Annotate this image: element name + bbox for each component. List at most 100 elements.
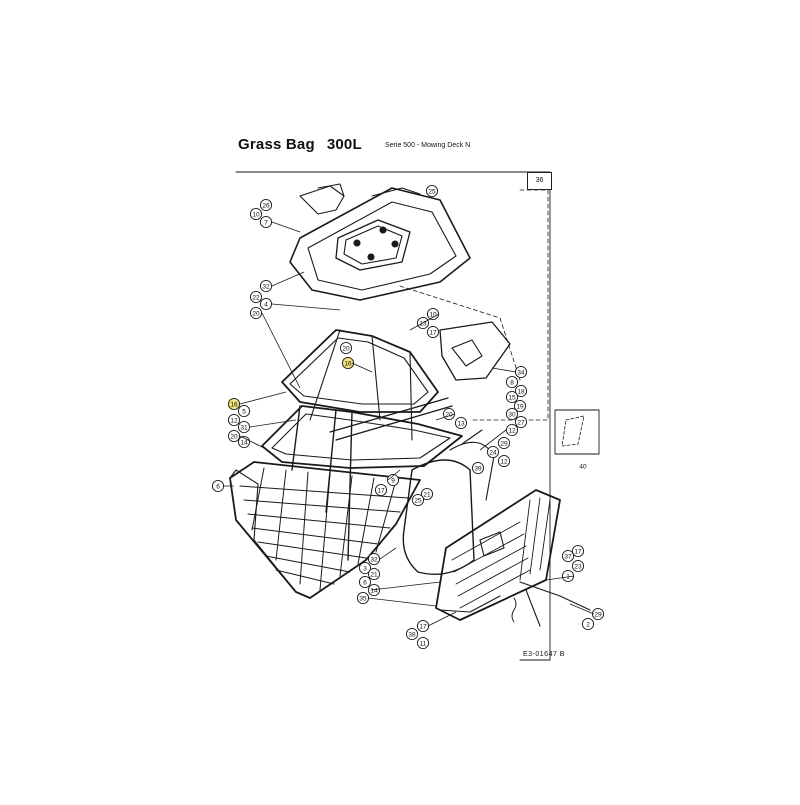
callout-label: 16: [230, 401, 238, 408]
callout-circle: [591, 607, 605, 621]
callout-10: 10: [426, 307, 440, 321]
lid-bolt: [379, 226, 387, 234]
callout-label: 9: [391, 477, 395, 484]
callout-circle: [571, 559, 585, 573]
callout-label: 30: [508, 411, 516, 418]
callout-circle: [497, 454, 511, 468]
bag-lid: [289, 187, 471, 301]
callout-5: 5: [237, 404, 251, 418]
callout-circle: [374, 483, 388, 497]
callout-25: 25: [411, 493, 425, 507]
callout-label: 12: [500, 458, 508, 465]
callout-label: 31: [240, 424, 248, 431]
callout-label: 14: [240, 439, 248, 446]
lid-bolt: [367, 253, 375, 261]
callout-circle: [571, 544, 585, 558]
callout-27: 27: [514, 415, 528, 429]
callout-4: 4: [259, 297, 273, 311]
callout-7: 7: [259, 215, 273, 229]
frame-strut: [309, 329, 413, 441]
callout-12: 12: [505, 423, 519, 437]
lid-bolt: [353, 239, 361, 247]
callout-9: 9: [386, 473, 400, 487]
callout-label: 20: [342, 345, 350, 352]
callout-label: 27: [517, 419, 525, 426]
callout-circle: [259, 198, 273, 212]
callout-label: 12: [230, 417, 238, 424]
callout-35: 35: [356, 591, 370, 605]
callout-17: 17: [416, 619, 430, 633]
callout-29: 29: [591, 607, 605, 621]
callout-circle: [227, 397, 241, 411]
callout-label: 29: [594, 611, 602, 618]
callout-label: 10: [429, 311, 437, 318]
callout-15: 15: [505, 390, 519, 404]
callout-circle: [341, 356, 355, 370]
callout-circle: [358, 575, 372, 589]
callout-circle: [505, 390, 519, 404]
callout-circle: [339, 341, 353, 355]
callout-circle: [471, 461, 485, 475]
callout-label: 20: [445, 411, 453, 418]
callout-20: 20: [442, 407, 456, 421]
callout-label: 40: [579, 463, 587, 470]
callout-label: 34: [517, 369, 525, 376]
callout-6: 6: [358, 575, 372, 589]
callout-label: 35: [359, 595, 367, 602]
callout-20: 20: [227, 429, 241, 443]
callout-circle: [259, 215, 273, 229]
callout-label: 15: [508, 394, 516, 401]
title-text: Grass Bag: [238, 136, 315, 153]
callout-16: 16: [341, 356, 355, 370]
leader-line: [491, 367, 517, 373]
frame-dashed: [469, 189, 549, 421]
basket-mesh: [239, 467, 409, 591]
leader-line: [387, 469, 401, 481]
callout-40: 40: [579, 463, 587, 470]
callout-circle: [259, 279, 273, 293]
hinge-part-26: [317, 183, 345, 197]
lever-linkage: [439, 581, 591, 627]
spring: [511, 597, 517, 623]
lid-handle: [371, 187, 421, 197]
lid-window-inner: [343, 225, 403, 265]
callout-label: 17: [429, 329, 437, 336]
callout-circle: [454, 416, 468, 430]
callout-label: 12: [508, 427, 516, 434]
callout-label: 32: [262, 283, 270, 290]
callout-32: 32: [259, 279, 273, 293]
callout-label: 32: [370, 556, 378, 563]
callout-3: 3: [358, 561, 372, 575]
callout-label: 20: [252, 310, 260, 317]
leader-dashed: [399, 285, 521, 381]
callout-circle: [249, 306, 263, 320]
bag-lid-inner: [307, 201, 457, 291]
callout-circle: [259, 297, 273, 311]
callout-label: 25: [414, 497, 422, 504]
upper-frame-inner: [289, 337, 429, 405]
callout-circle: [513, 399, 527, 413]
leader-line: [370, 581, 441, 591]
callout-circle: [416, 636, 430, 650]
callout-circle: [237, 404, 251, 418]
leader-line: [427, 611, 457, 627]
leader-line: [261, 312, 301, 389]
callout-label: 37: [564, 553, 572, 560]
callout-label: 17: [419, 623, 427, 630]
callout-label: 5: [242, 408, 246, 415]
callout-17: 17: [374, 483, 388, 497]
callout-label: 23: [574, 563, 582, 570]
callout-label: 14: [370, 587, 378, 594]
callout-label: 38: [408, 631, 416, 638]
callout-circle: [426, 325, 440, 339]
detail-40-part: [561, 415, 585, 447]
callout-21: 21: [420, 487, 434, 501]
callout-circle: [367, 552, 381, 566]
callout-label: 17: [377, 487, 385, 494]
callout-circle: [561, 549, 575, 563]
leader-lines: [224, 221, 595, 627]
callout-26: 26: [259, 198, 273, 212]
callout-23: 23: [571, 559, 585, 573]
